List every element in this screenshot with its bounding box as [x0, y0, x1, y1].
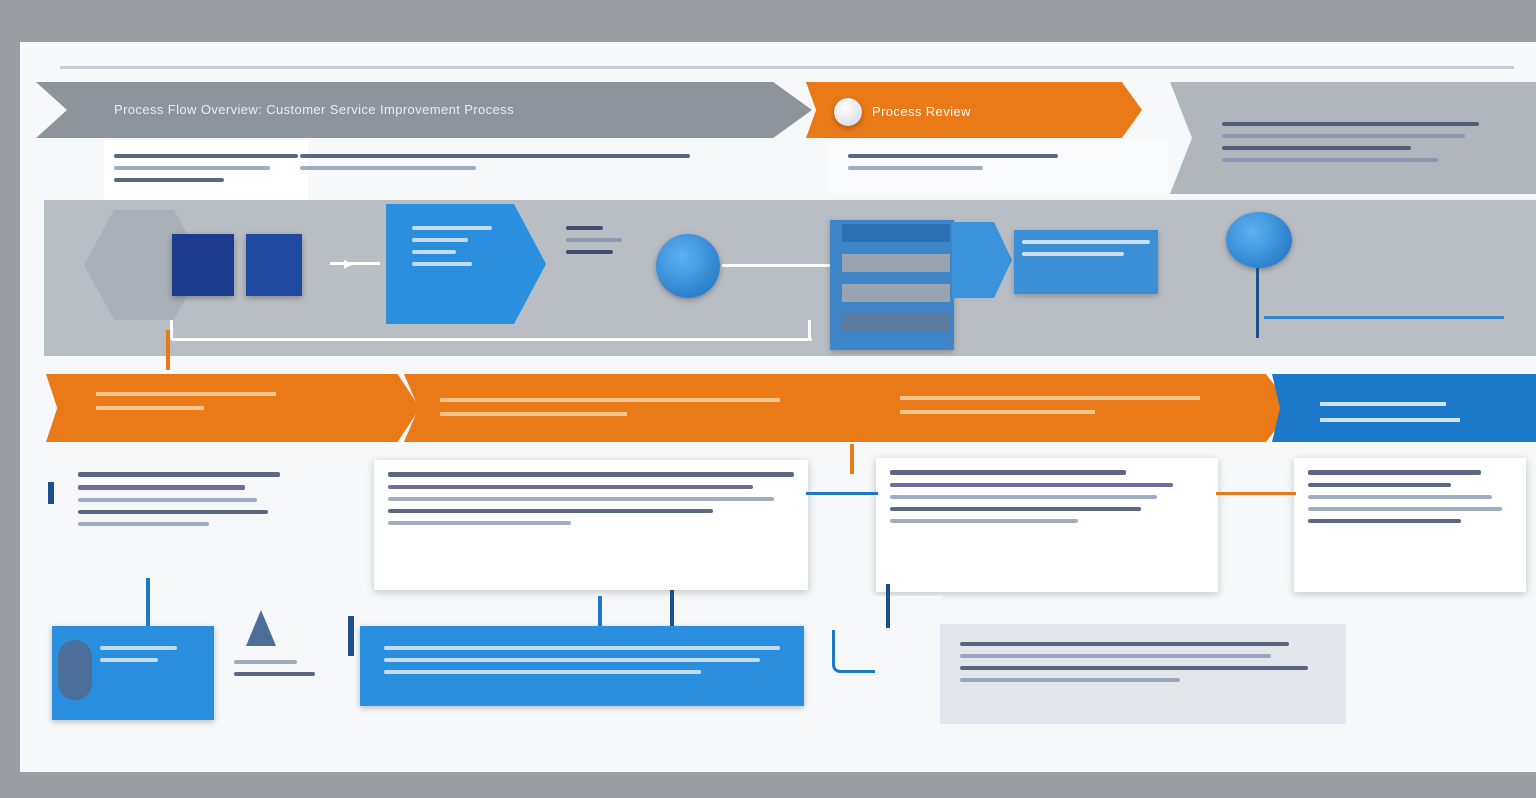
flow-arrow-1	[330, 262, 380, 265]
link-3-4	[1216, 492, 1296, 495]
phase-1-label	[96, 392, 276, 410]
stage2-title: Process Review	[872, 104, 971, 119]
phase-4-detail	[1294, 458, 1526, 592]
connector-mid	[722, 264, 832, 267]
marker-1	[48, 482, 54, 504]
stage2-icon	[834, 98, 862, 126]
step-box-3-text	[412, 226, 492, 274]
bottom-card-4	[822, 596, 942, 722]
bottom-card-1-avatar	[58, 640, 92, 700]
bottom-card-5	[940, 624, 1346, 724]
bottom-card-3-text	[384, 646, 780, 682]
main-title: Process Flow Overview: Customer Service …	[114, 102, 514, 117]
arrow-right-icon: ▸	[344, 253, 354, 273]
bottom-card-3-tick-1	[598, 596, 602, 626]
loop-connector	[172, 338, 812, 341]
phase-3-banner[interactable]	[858, 374, 1292, 442]
orange-drop-2	[850, 444, 854, 474]
step-box-1[interactable]	[172, 234, 234, 296]
phase-1-detail	[66, 462, 328, 572]
bottom-card-3[interactable]	[360, 626, 804, 706]
end-node[interactable]	[1226, 212, 1292, 268]
bottom-card-4-arrow	[832, 630, 875, 673]
bottom-card-2-text	[234, 660, 324, 684]
bottom-card-2	[228, 596, 334, 722]
right-notes	[1222, 122, 1492, 170]
title-banner	[36, 82, 812, 138]
stage2-note	[828, 140, 1168, 194]
phase-2-banner[interactable]	[404, 374, 888, 442]
phase-2-label	[440, 398, 780, 416]
phase-4-label	[1320, 402, 1460, 422]
decision-node[interactable]	[656, 234, 720, 298]
link-2-3	[806, 492, 878, 495]
phase-2-detail	[374, 460, 808, 590]
phase-4-banner[interactable]	[1272, 374, 1536, 442]
bottom-card-1-pin	[146, 578, 150, 626]
right-banner	[1170, 82, 1536, 194]
phase-3-label	[900, 396, 1200, 414]
step-label-3	[566, 226, 628, 262]
phase-3-detail	[876, 458, 1218, 592]
end-node-stem	[1256, 268, 1259, 338]
step-box-6-text	[1022, 240, 1150, 264]
loop-connector-right	[808, 320, 811, 340]
bottom-card-3-marker	[348, 616, 354, 656]
step-box-2[interactable]	[246, 234, 302, 296]
stage2-banner	[806, 82, 1142, 138]
right-band-line	[1264, 316, 1504, 319]
bottom-card-3-tick-2	[670, 590, 674, 626]
step-box-4-rows	[842, 224, 950, 332]
bottom-card-4-stem	[886, 584, 890, 628]
top-rule	[60, 66, 1514, 69]
loop-connector-left	[170, 320, 173, 340]
intro-note-text	[300, 154, 690, 178]
orange-drop-1	[166, 330, 170, 370]
bottom-card-1-text	[100, 646, 196, 670]
